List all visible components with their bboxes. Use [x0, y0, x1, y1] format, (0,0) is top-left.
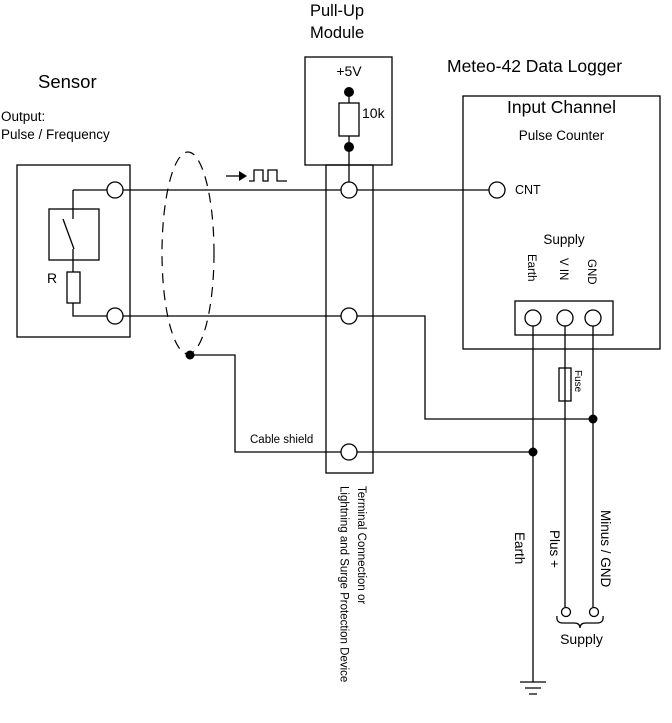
- sensor-title: Sensor: [38, 71, 97, 92]
- plus-supply-end: [560, 606, 572, 618]
- shield-junction: [185, 350, 195, 360]
- protection-device-label: Terminal Connection or Lightning and Sur…: [337, 486, 368, 683]
- strip-terminal-signal: [340, 181, 358, 199]
- sensor-terminal-top: [106, 181, 124, 199]
- pulse-waveform-icon: [249, 169, 287, 182]
- pullup-node-bottom: [344, 142, 354, 152]
- gnd-terminal-label: GND: [585, 259, 597, 285]
- earth-wire-label: Earth: [512, 532, 527, 565]
- supply-bottom-label: Supply: [560, 631, 603, 647]
- fuse-symbol: [558, 367, 572, 402]
- supply-terminal-strip: [514, 300, 614, 336]
- fuse-label: Fuse: [572, 370, 583, 393]
- pullup-resistor: [338, 102, 360, 137]
- cable-bundle-ellipse: [161, 151, 215, 355]
- cnt-label: CNT: [515, 183, 541, 197]
- minus-supply-end: [588, 606, 600, 618]
- switch-box: [48, 208, 100, 261]
- logger-title: Meteo-42 Data Logger: [447, 56, 623, 76]
- input-channel-box: [462, 95, 661, 350]
- sensor-resistor: [66, 271, 81, 304]
- terminal-strip-box: [325, 164, 374, 474]
- gnd-terminal: [584, 309, 602, 327]
- pulse-counter-label: Pulse Counter: [518, 128, 605, 143]
- earth-terminal: [524, 309, 542, 327]
- signal-arrow-head: [239, 171, 247, 181]
- vin-terminal-label: V IN: [557, 258, 569, 281]
- pullup-node-top: [344, 87, 354, 97]
- input-channel-title: Input Channel: [507, 97, 616, 117]
- supply-section-label: Supply: [543, 232, 585, 247]
- sensor-resistor-label: R: [47, 270, 58, 286]
- minus-wire-label: Minus / GND: [598, 510, 613, 588]
- pullup-resistor-value: 10k: [362, 105, 385, 121]
- sensor-terminal-bottom: [106, 307, 124, 325]
- sensor-box: [16, 164, 131, 338]
- sensor-output-label: Output: Pulse / Frequency: [1, 109, 110, 142]
- earth-ground-symbol: [520, 681, 546, 695]
- gnd-junction: [588, 414, 598, 424]
- supply-brace: [556, 615, 604, 629]
- return-wire: [130, 315, 593, 420]
- strip-terminal-return: [340, 307, 358, 325]
- cable-shield-wire: [190, 354, 533, 453]
- switch-lever: [62, 218, 75, 250]
- cable-shield-label: Cable shield: [250, 434, 314, 446]
- strip-terminal-shield: [340, 443, 358, 461]
- earth-junction: [528, 447, 538, 457]
- plus5v-label: +5V: [336, 63, 362, 79]
- plus-wire-label: Plus +: [547, 530, 562, 568]
- earth-terminal-label: Earth: [525, 254, 537, 282]
- cnt-terminal: [488, 181, 506, 199]
- vin-terminal: [556, 309, 574, 327]
- pullup-module-title: Pull-Up Module: [310, 2, 365, 42]
